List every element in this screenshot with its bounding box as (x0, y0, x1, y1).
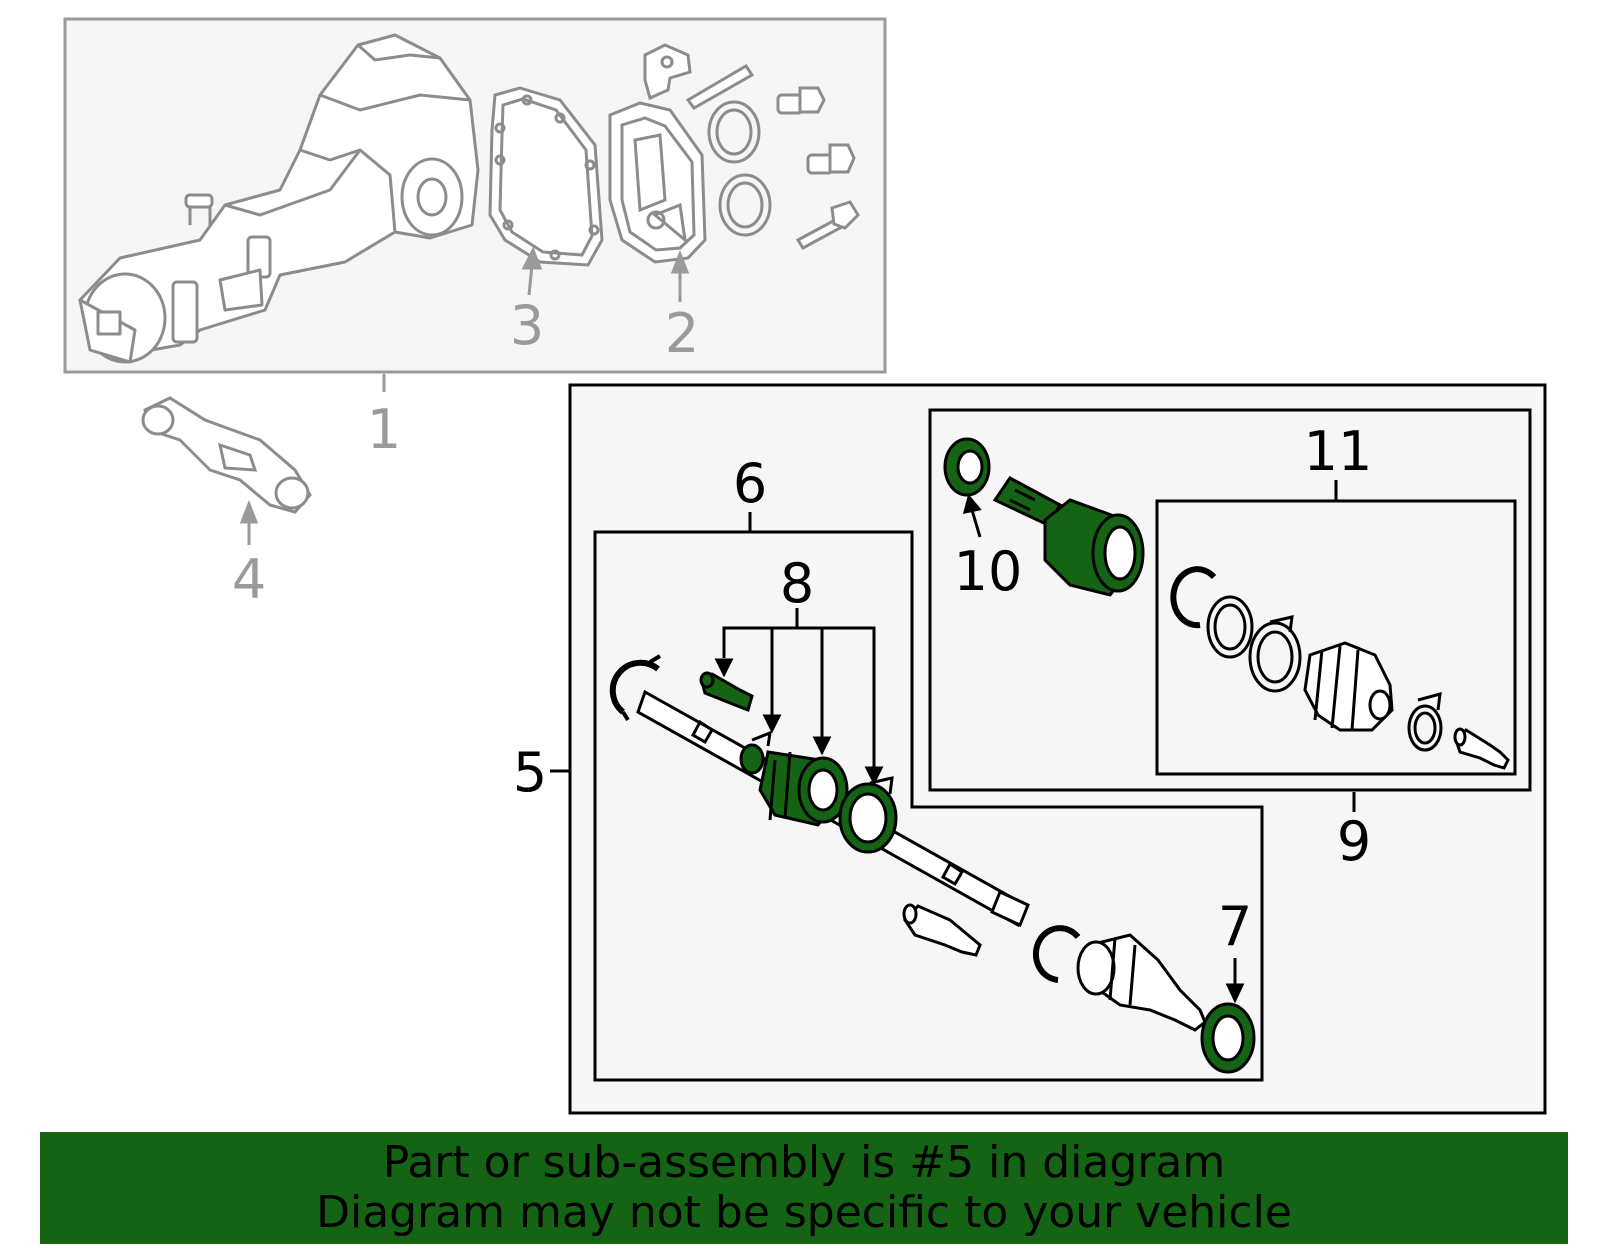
boot-kit-grease-icon (1453, 727, 1510, 770)
gasket-icon (488, 86, 604, 267)
callout-4: 4 (232, 548, 266, 611)
rear-cover-icon (608, 101, 707, 264)
callout-6: 6 (733, 452, 767, 515)
grease-tube-icon (902, 903, 982, 957)
bracket-icon (643, 43, 692, 101)
callout-numbers: 1 2 3 4 5 6 7 8 9 10 11 (232, 294, 1373, 958)
leader-lines-grey (239, 246, 690, 545)
callout-8: 8 (780, 552, 814, 615)
callout-7: 7 (1218, 895, 1252, 958)
boot-kit-ring-icon (1206, 595, 1254, 659)
inner-cv-joint-highlight-icon (992, 476, 1145, 597)
callout-9: 9 (1337, 810, 1371, 873)
differential-mount-icon (141, 396, 312, 514)
grease-tube-highlight-icon (699, 671, 754, 712)
boot-kit-circlip-icon (1170, 566, 1217, 629)
leader-7 (1225, 958, 1245, 1004)
leader-8 (714, 608, 884, 786)
leader-10 (962, 493, 982, 538)
callout-3: 3 (510, 294, 544, 357)
seal-highlight-icon (1200, 1002, 1256, 1074)
boot-band-small-highlight-icon (739, 730, 772, 775)
info-banner: Part or sub-assembly is #5 in diagram Di… (40, 1132, 1568, 1244)
banner-line-2: Diagram may not be specific to your vehi… (316, 1187, 1292, 1238)
drain-plug-icon (776, 86, 826, 115)
breather-icon (795, 200, 860, 250)
o-ring-icon (707, 100, 772, 237)
box-6 (593, 530, 1264, 1082)
axle-assembly-group (550, 383, 1547, 1115)
inner-seal-highlight-icon (943, 437, 991, 497)
boot-band-large-highlight-icon (838, 776, 898, 854)
banner-line-1: Part or sub-assembly is #5 in diagram (382, 1137, 1226, 1188)
outer-circlip-icon (1032, 925, 1081, 983)
box-9 (928, 408, 1532, 792)
callout-2: 2 (665, 302, 699, 365)
callout-10: 10 (954, 540, 1023, 603)
boot-kit-boot-icon (1303, 641, 1394, 732)
boot-kit-band-icon (1248, 615, 1302, 693)
fill-plug-icon (806, 143, 856, 175)
callout-1: 1 (367, 398, 401, 461)
differential-carrier-icon (78, 33, 480, 364)
outer-cv-joint-icon (1076, 933, 1207, 1032)
dust-boot-highlight-icon (758, 750, 849, 827)
differential-group (63, 17, 887, 545)
callout-5: 5 (513, 741, 547, 804)
circlip-icon (609, 659, 660, 715)
boot-kit-clamp-icon (1407, 691, 1443, 752)
callout-11: 11 (1304, 420, 1373, 483)
pin-icon (685, 63, 755, 110)
